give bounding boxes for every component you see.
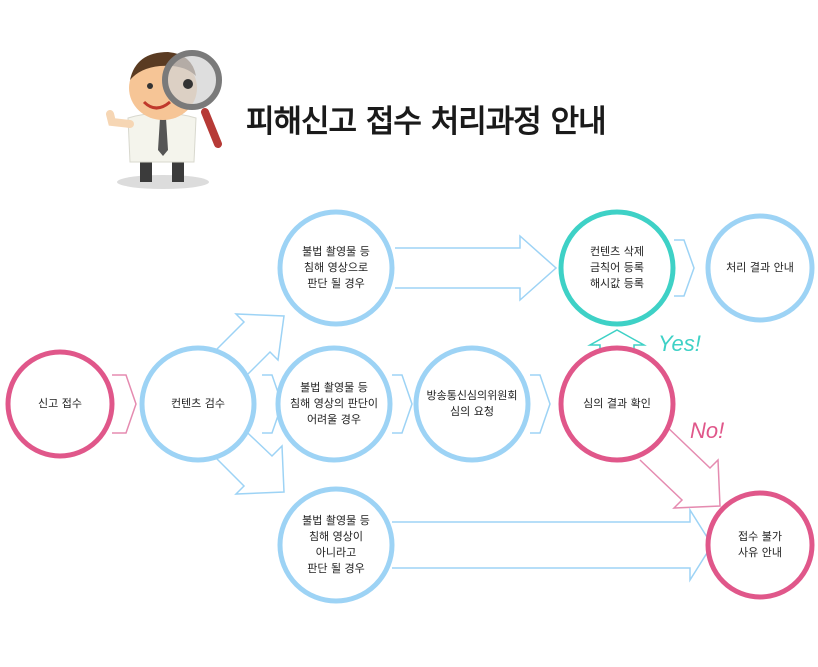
node-result-label: 처리 결과 안내 [726, 261, 794, 274]
arrow-check-to-delete [587, 329, 647, 356]
arrow-delete-to-result [674, 239, 695, 297]
arrow-report-to-review [112, 374, 137, 434]
node-result-circle [705, 213, 815, 323]
node-review-circle [139, 345, 257, 463]
yes-label: Yes! [658, 331, 701, 356]
node-delete-circle [558, 209, 676, 327]
node-delete-label: 컨텐츠 삭제 금칙어 등록 해시값 등록 [589, 245, 645, 290]
arrow-kcsc-to-check [530, 374, 551, 434]
page-title: 피해신고 접수 처리과정 안내 [246, 104, 607, 140]
node-reject-label: 접수 불가 사유 안내 [738, 530, 782, 559]
nodes [5, 209, 815, 604]
arrow-check-to-reject [639, 423, 721, 509]
node-unclear-label: 불법 촬영물 등 침해 영상의 판단이 어려울 경우 [290, 381, 378, 426]
node-illegal-label: 불법 촬영물 등 침해 영상으로 판단 될 경우 [302, 245, 370, 290]
node-illegal-circle [277, 209, 395, 327]
magnifier-man-icon [106, 50, 222, 189]
node-report-circle [5, 349, 115, 459]
arrow-not-illegal-to-reject [392, 507, 713, 583]
node-not-illegal-circle [277, 486, 395, 604]
node-report-label: 신고 접수 [38, 397, 82, 410]
node-reject-circle [705, 490, 815, 600]
node-check-label: 심의 결과 확인 [583, 397, 651, 410]
node-kcsc-circle [413, 345, 531, 463]
node-unclear-circle [275, 345, 393, 463]
no-label: No! [690, 418, 725, 443]
node-not-illegal-label: 불법 촬영물 등 침해 영상이 아니라고 판단 될 경우 [302, 514, 370, 575]
arrow-unclear-to-kcsc [392, 374, 413, 434]
node-check-circle [558, 345, 676, 463]
node-kcsc-label: 방송통신심의위원회 심의 요청 [426, 389, 518, 418]
node-review-label: 컨텐츠 검수 [170, 397, 226, 410]
arrow-illegal-to-delete [395, 234, 558, 302]
